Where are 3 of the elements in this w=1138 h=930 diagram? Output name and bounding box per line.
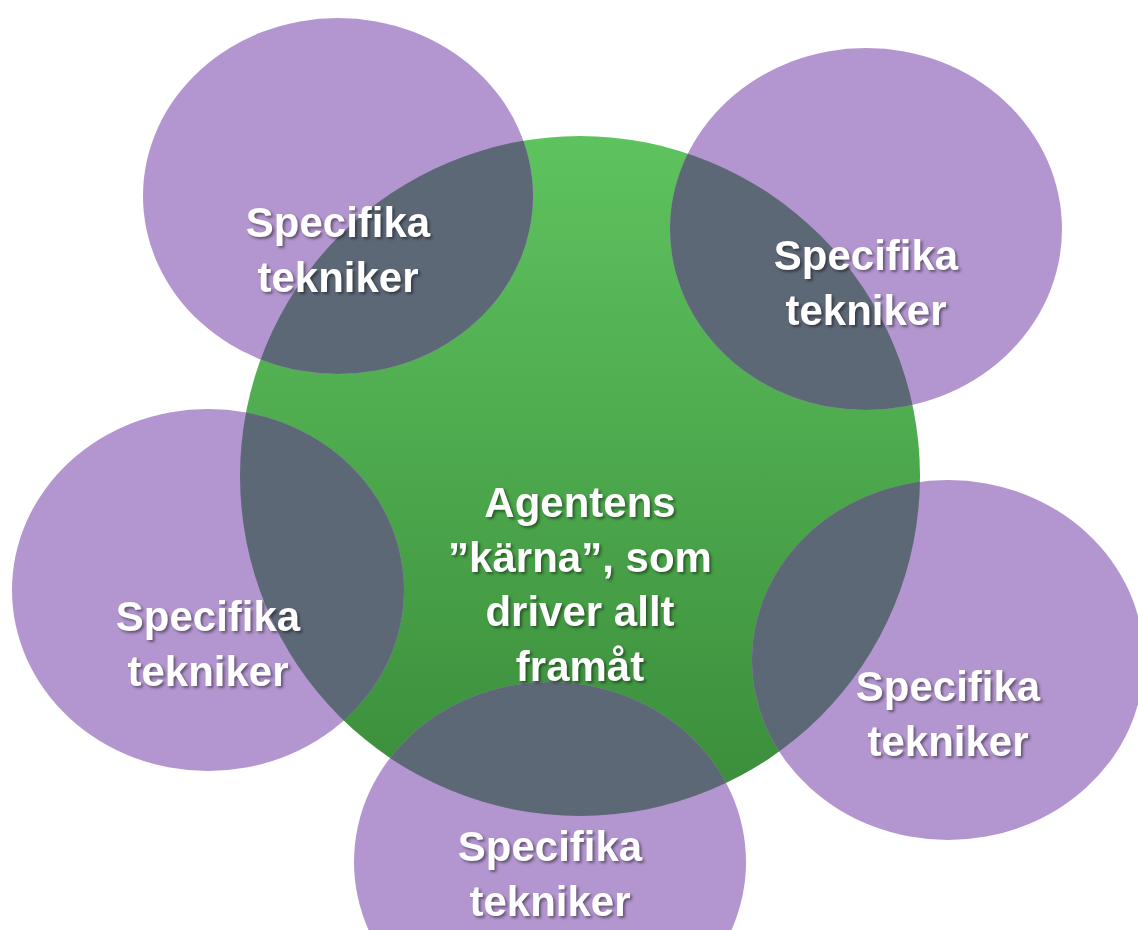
technique-label: Specifika tekniker: [456, 822, 644, 927]
core-label: Agentens ”kärna”, som driver allt framåt: [447, 478, 713, 692]
technique-label: Specifika tekniker: [854, 662, 1042, 767]
